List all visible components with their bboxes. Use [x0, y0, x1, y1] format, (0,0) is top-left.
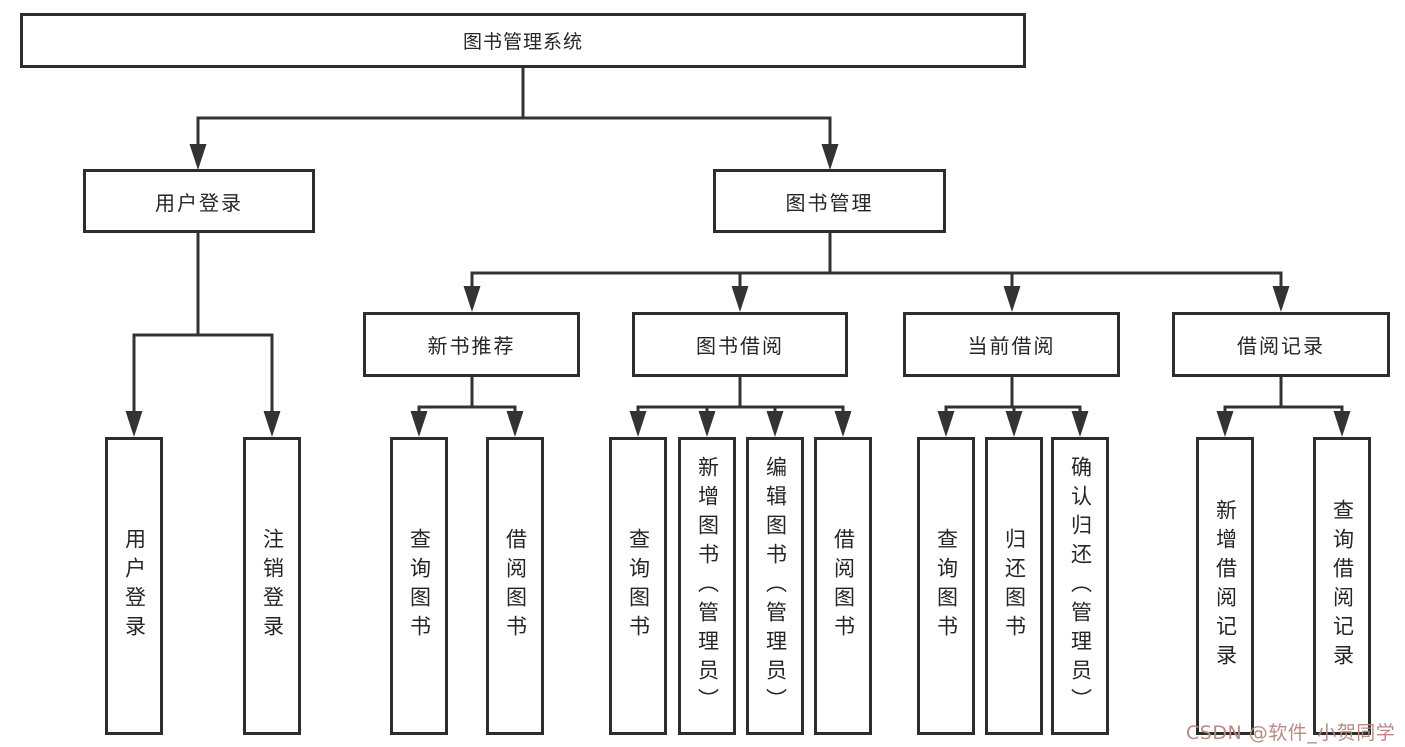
- leaf-current-confirm-return-admin-label: 确认归还（管理员）: [1068, 455, 1093, 717]
- leaf-current-query-books: 查询图书: [917, 437, 975, 735]
- leaf-newbooks-borrow-books: 借阅图书: [486, 437, 544, 735]
- node-new-book-recommend: 新书推荐: [363, 312, 580, 377]
- leaf-user-login-label: 用户登录: [122, 528, 147, 644]
- node-root-label: 图书管理系统: [462, 31, 583, 53]
- leaf-borrow-borrow-books-label: 借阅图书: [831, 528, 856, 644]
- node-current-borrow-label: 当前借阅: [967, 334, 1056, 358]
- leaf-current-return-books-label: 归还图书: [1002, 528, 1027, 644]
- leaf-records-add-record-label: 新增借阅记录: [1213, 499, 1238, 673]
- leaf-borrow-add-books-admin: 新增图书（管理员）: [678, 437, 736, 735]
- node-book-management-label: 图书管理: [785, 190, 874, 215]
- node-borrow-records-label: 借阅记录: [1237, 334, 1325, 358]
- leaf-records-query-record-label: 查询借阅记录: [1330, 499, 1355, 673]
- leaf-borrow-add-books-admin-label: 新增图书（管理员）: [695, 455, 720, 717]
- leaf-records-query-record: 查询借阅记录: [1313, 437, 1371, 735]
- node-current-borrow: 当前借阅: [903, 312, 1120, 377]
- node-book-borrow: 图书借阅: [632, 312, 848, 377]
- leaf-current-confirm-return-admin: 确认归还（管理员）: [1051, 437, 1109, 735]
- leaf-borrow-query-books: 查询图书: [609, 437, 667, 735]
- leaf-borrow-edit-books-admin: 编辑图书（管理员）: [746, 437, 804, 735]
- node-book-management: 图书管理: [713, 169, 946, 233]
- node-user-login: 用户登录: [83, 169, 315, 233]
- leaf-logout-label: 注销登录: [260, 528, 285, 644]
- node-user-login-label: 用户登录: [155, 190, 243, 215]
- leaf-borrow-edit-books-admin-label: 编辑图书（管理员）: [763, 455, 788, 717]
- leaf-borrow-borrow-books: 借阅图书: [814, 437, 872, 735]
- leaf-current-return-books: 归还图书: [985, 437, 1043, 735]
- arrowheads: [125, 144, 1351, 437]
- leaf-records-add-record: 新增借阅记录: [1196, 437, 1254, 735]
- leaf-user-login: 用户登录: [105, 437, 163, 735]
- node-borrow-records: 借阅记录: [1172, 312, 1390, 377]
- node-root: 图书管理系统: [20, 13, 1026, 68]
- node-new-book-recommend-label: 新书推荐: [427, 334, 516, 358]
- leaf-newbooks-query-books-label: 查询图书: [407, 528, 432, 644]
- leaf-current-query-books-label: 查询图书: [934, 528, 959, 644]
- leaf-logout: 注销登录: [243, 437, 301, 735]
- leaf-newbooks-borrow-books-label: 借阅图书: [503, 528, 528, 644]
- leaf-borrow-query-books-label: 查询图书: [626, 528, 651, 644]
- watermark: CSDN @软件_小贺同学: [1186, 722, 1396, 744]
- leaf-newbooks-query-books: 查询图书: [390, 437, 448, 735]
- node-book-borrow-label: 图书借阅: [696, 334, 784, 358]
